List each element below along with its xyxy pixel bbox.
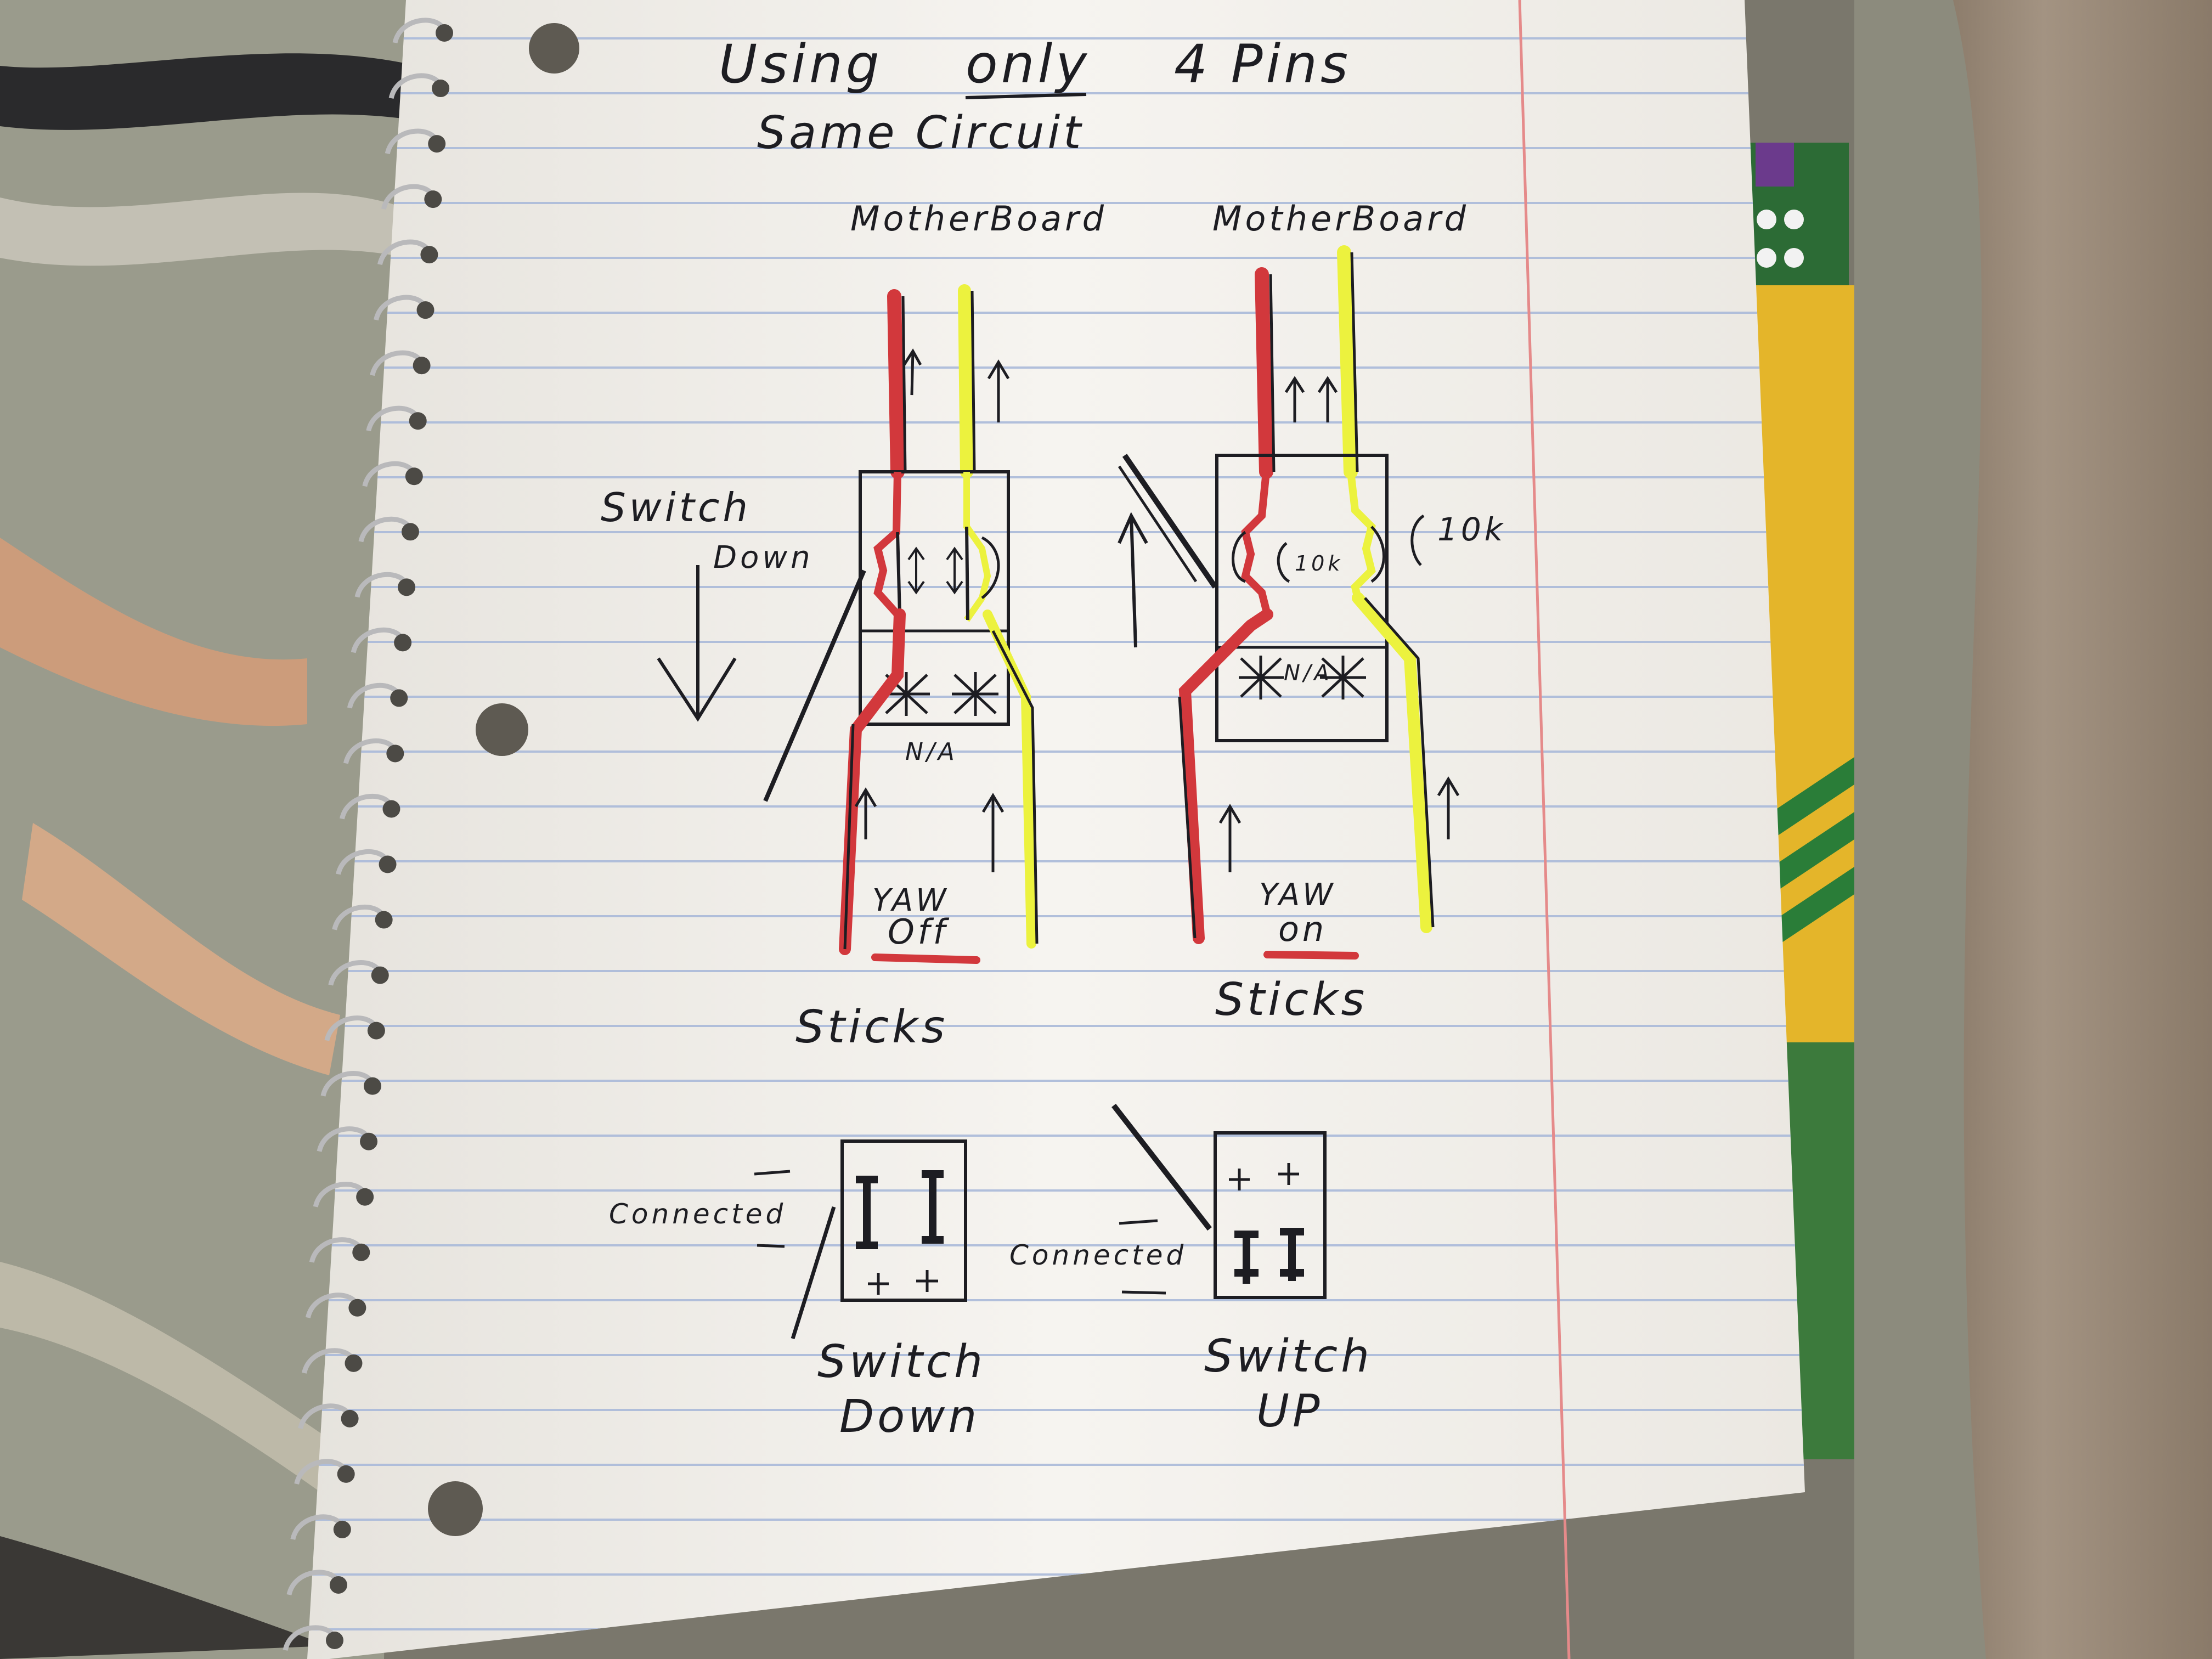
bottom-right-switch-lever	[1111, 1103, 1212, 1231]
spiral-hole	[329, 1576, 347, 1594]
spiral-hole	[382, 800, 400, 818]
spiral-hole	[405, 467, 423, 486]
left-arrow-up-3	[854, 787, 877, 839]
spiral-hole	[424, 190, 442, 208]
notebook-page	[307, 0, 1805, 1659]
spiral-hole	[379, 855, 397, 873]
spiral-hole	[341, 1409, 359, 1427]
right-resistor-inner-label: 10k	[1295, 551, 1343, 575]
spiral-hole	[348, 1299, 366, 1317]
spiral-hole	[401, 523, 419, 541]
spiral-hole	[345, 1354, 363, 1372]
bottom-left-caption-2: Down	[839, 1391, 980, 1443]
spiral-binding	[283, 18, 453, 1651]
left-switch-label: Switch	[601, 484, 751, 531]
right-sticks-label: Sticks	[1215, 974, 1368, 1026]
spiral-hole	[352, 1243, 370, 1261]
left-yellow-wire-top	[958, 284, 973, 478]
spiral-hole	[420, 246, 438, 264]
left-red-wire-bottom	[839, 608, 906, 955]
right-on-label: on	[1278, 909, 1327, 949]
title-using: Using	[719, 33, 883, 95]
bottom-left-switch-box	[840, 1139, 967, 1302]
spiral-hole	[371, 966, 389, 984]
spiral-hole	[326, 1632, 343, 1649]
left-down-label: Down	[713, 540, 814, 575]
left-motherboard-label: MotherBoard	[850, 199, 1107, 239]
title-only: only	[966, 33, 1090, 95]
left-switch-box	[859, 470, 1010, 726]
spiral-hole	[390, 689, 408, 707]
left-yaw-label: YAW	[872, 883, 950, 918]
bottom-right-caption-2: UP	[1256, 1385, 1323, 1437]
spiral-hole	[360, 1132, 378, 1150]
title-only-underline	[965, 93, 1087, 99]
left-arrow-up-2	[987, 359, 1010, 422]
right-diagram: MotherBoard 10k 10k N/A YAW	[1118, 199, 1506, 1026]
bottom-left-switch: Connected Switch Down	[609, 1139, 986, 1443]
bottom-left-switch-lever	[791, 1206, 836, 1340]
title: Using only 4 Pins Same Circuit	[719, 33, 1351, 159]
right-red-wire-top	[1255, 267, 1273, 479]
spiral-hole	[337, 1465, 355, 1483]
right-arrow-up-1	[1284, 376, 1305, 422]
spiral-hole	[367, 1022, 385, 1040]
right-motherboard-label: MotherBoard	[1212, 199, 1469, 239]
left-sticks-label: Sticks	[795, 1001, 948, 1053]
spiral-hole	[398, 578, 416, 596]
right-na-label: N/A	[1284, 661, 1333, 686]
spiral-hole	[386, 744, 404, 763]
right-resistor-outer-label: 10k	[1437, 511, 1506, 548]
right-arrow-up-4	[1437, 776, 1460, 839]
left-red-wire-top	[887, 289, 905, 479]
bottom-right-switch: Connected Switch UP	[1009, 1103, 1373, 1437]
spiral-hole	[363, 1077, 381, 1095]
left-down-arrow	[657, 565, 737, 722]
spiral-hole	[409, 412, 427, 430]
spiral-hole	[394, 634, 412, 652]
spiral-hole	[356, 1188, 374, 1206]
left-switch-lever	[763, 569, 866, 802]
right-yellow-wire-top	[1337, 245, 1358, 479]
right-switch-box	[1215, 454, 1389, 742]
spiral-hole	[333, 1520, 351, 1538]
right-on-underline	[1263, 951, 1359, 960]
right-yellow-wire-bottom	[1352, 592, 1432, 933]
spiral-hole	[416, 301, 435, 319]
bottom-right-caption-1: Switch	[1204, 1330, 1373, 1383]
bottom-right-connected-label: Connected	[1009, 1239, 1187, 1271]
spiral-hole	[428, 135, 446, 153]
right-arrow-up-2	[1317, 376, 1338, 422]
right-red-wire-bottom	[1178, 608, 1273, 944]
bottom-left-caption-1: Switch	[817, 1336, 986, 1388]
left-arrow-up-4	[981, 793, 1005, 872]
left-off-underline	[871, 953, 980, 964]
bottom-right-switch-box	[1214, 1131, 1327, 1299]
spiral-hole	[436, 24, 453, 42]
bottom-left-connected-label: Connected	[609, 1198, 786, 1230]
right-switch-lever	[1122, 454, 1218, 589]
right-arrow-up-3	[1218, 804, 1242, 872]
title-pins: 4 Pins	[1174, 33, 1351, 95]
title-same-circuit: Same Circuit	[757, 107, 1084, 159]
spiral-hole	[432, 80, 450, 98]
right-up-arrow	[1118, 512, 1148, 648]
spiral-hole	[413, 357, 431, 375]
right-yaw-label: YAW	[1259, 877, 1336, 913]
spiral-hole	[375, 911, 393, 929]
left-off-label: Off	[888, 912, 950, 952]
left-arrow-up-1	[902, 348, 922, 396]
left-na-label: N/A	[905, 738, 958, 766]
left-diagram: MotherBoard N/A YAW Off	[601, 199, 1107, 1053]
